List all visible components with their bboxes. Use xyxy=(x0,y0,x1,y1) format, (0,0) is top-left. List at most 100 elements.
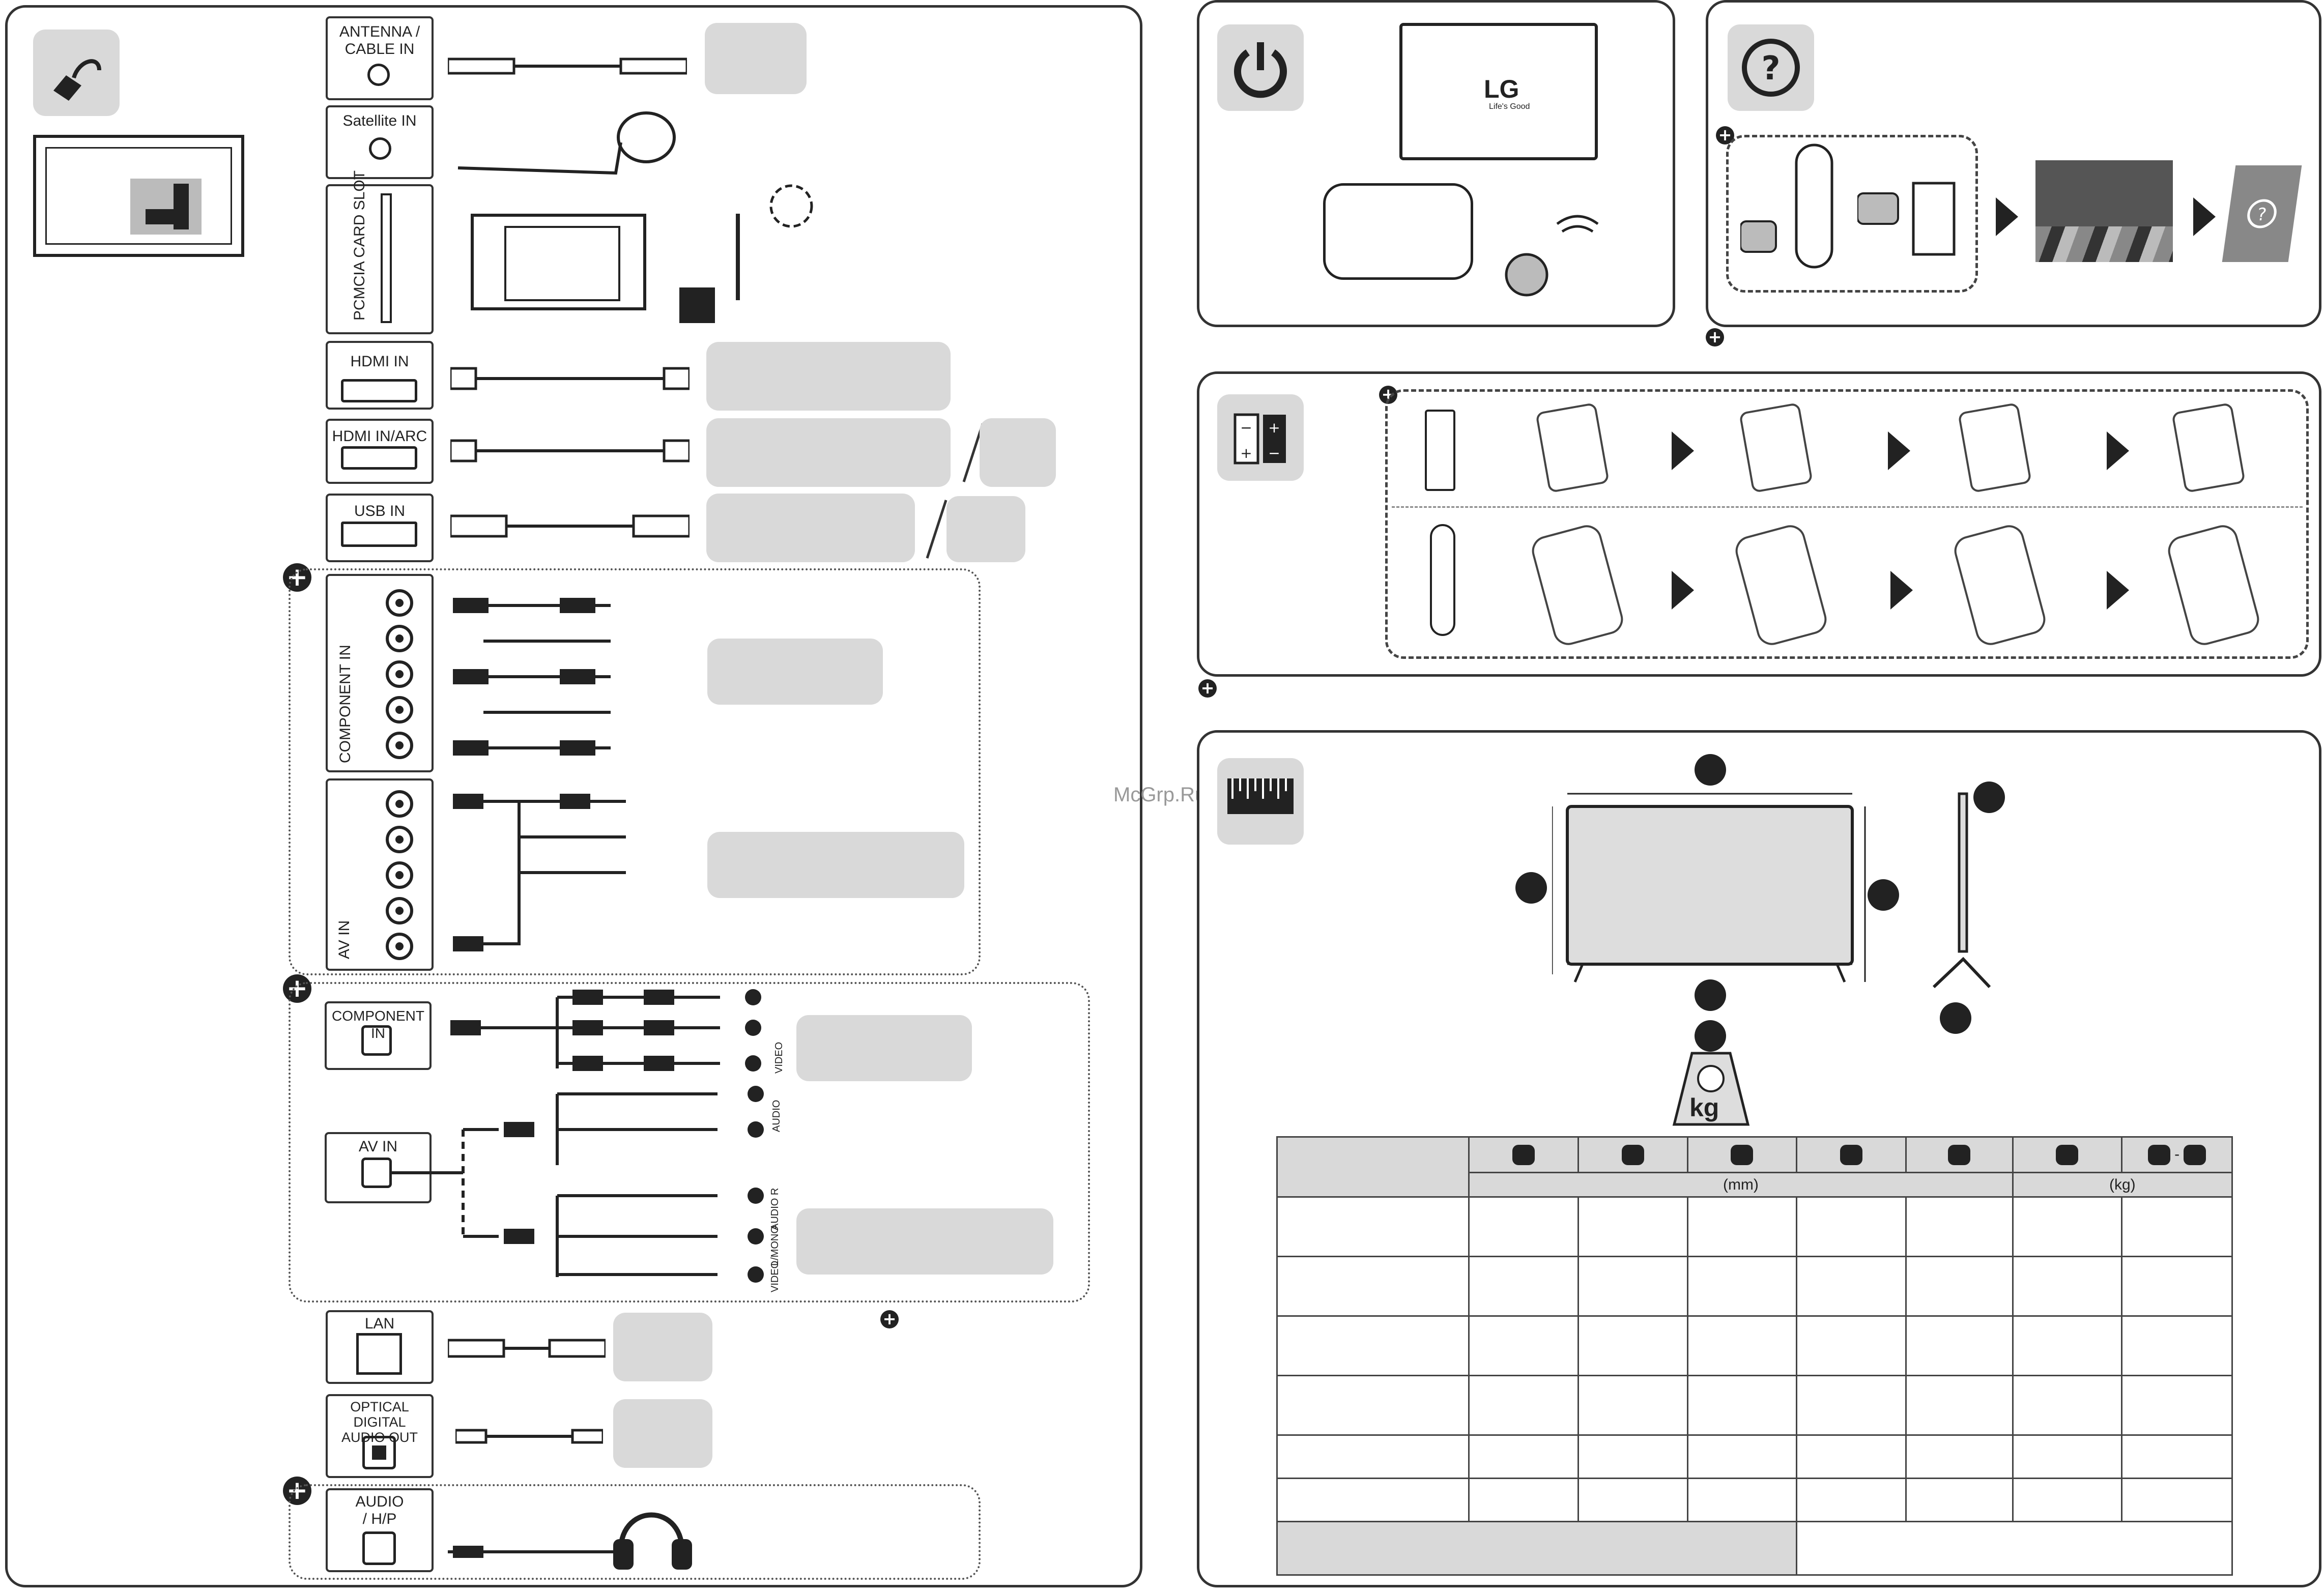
spec-col-g: - xyxy=(2121,1136,2233,1173)
battery-steps-group xyxy=(1385,389,2309,659)
question-icon: ? xyxy=(1742,39,1800,97)
coax-port-icon xyxy=(367,64,390,86)
usb-storage-icon xyxy=(706,494,915,562)
hdmi-devices-icon xyxy=(706,342,951,411)
hdmi-arc-port-icon xyxy=(341,446,417,470)
satellite-in-label: Satellite IN xyxy=(326,105,434,179)
spec-header-model xyxy=(1276,1136,1470,1198)
lan-cable xyxy=(446,1338,607,1358)
audio-hp-port-icon xyxy=(362,1531,396,1565)
av-2-port-icon xyxy=(361,1158,392,1188)
watermark-text: McGrp.Ru xyxy=(1113,784,1207,806)
video-jack-label: VIDEO xyxy=(773,1042,785,1074)
spec-col-e xyxy=(1905,1136,2014,1173)
specifications-table: - (mm) (kg) xyxy=(1276,1136,2233,1576)
battery-arrow-6 xyxy=(2107,571,2129,610)
lan-port-icon xyxy=(356,1333,402,1375)
optional-group-2 xyxy=(289,982,1090,1303)
av-cables xyxy=(443,791,646,954)
remote-magic-icon xyxy=(1430,524,1455,636)
component-in-2-label: COMPONENT IN xyxy=(325,1001,432,1070)
help-note-plus-icon: + xyxy=(1706,328,1724,346)
component-2-devices-icon xyxy=(796,1015,972,1081)
component-in-text: COMPONENT IN xyxy=(337,645,354,763)
tv-front-illustration: LG Life's Good xyxy=(1399,23,1598,160)
kg-label: kg xyxy=(1689,1093,1719,1122)
av-2-devices-icon xyxy=(796,1208,1053,1275)
tv-back-icon xyxy=(33,135,244,257)
svg-text:?: ? xyxy=(2256,205,2268,225)
help-remote-options xyxy=(1726,135,1978,293)
battery-divider xyxy=(1392,506,2303,508)
audio-hp-label: AUDIO / H/P xyxy=(326,1488,434,1572)
satellite-port-icon xyxy=(369,137,391,160)
component-cables xyxy=(443,590,646,763)
dimension-marker-f xyxy=(1940,1002,1971,1034)
footer-right-cell xyxy=(1796,1521,2233,1576)
table-row xyxy=(1276,1196,2233,1257)
battery-arrow-5 xyxy=(1890,571,1913,610)
scale-icon: kg xyxy=(1672,1038,1751,1127)
headphone-cable xyxy=(448,1491,702,1572)
dimension-marker-d xyxy=(1695,979,1726,1011)
ruler-icon-box xyxy=(1217,758,1304,845)
l-mono-jack-label: L/MONO xyxy=(769,1226,781,1266)
optional-group-3 xyxy=(289,1484,981,1580)
audio-jack-label: AUDIO xyxy=(771,1100,782,1132)
av-jacks xyxy=(384,789,415,967)
table-row xyxy=(1276,1375,2233,1436)
av-in-text: AV IN xyxy=(336,920,353,959)
satellite-dish-icon xyxy=(453,107,692,183)
battery-arrow-4 xyxy=(1672,571,1694,610)
svg-text:+: + xyxy=(1240,445,1252,461)
battery-arrow-1 xyxy=(1672,431,1694,470)
remote-power-press xyxy=(1501,204,1628,310)
dimension-marker-e xyxy=(1973,782,2005,813)
batteries-panel xyxy=(1197,371,2321,677)
lan-label: LAN xyxy=(326,1310,434,1384)
pcmcia-slot-text: PCMCIA CARD SLOT xyxy=(351,170,368,321)
footer-left-cell xyxy=(1276,1521,1798,1576)
speaker-system-icon xyxy=(613,1399,712,1468)
spec-col-b xyxy=(1577,1136,1688,1173)
power-icon xyxy=(1234,42,1287,98)
table-row xyxy=(1276,1478,2233,1522)
usb-port-icon xyxy=(341,522,417,547)
svg-text:−: − xyxy=(1240,419,1252,436)
av-devices-icon xyxy=(707,832,964,898)
hdmi-arc-devices-icon xyxy=(706,418,951,487)
component-2-cables xyxy=(450,987,766,1079)
remote-home-press-2 xyxy=(1856,178,1969,280)
av-2-cables xyxy=(392,1084,768,1287)
battery-icon: −++− xyxy=(1233,413,1286,465)
pcmcia-slot-label xyxy=(326,184,434,334)
help-icon-box: ? xyxy=(1728,24,1814,111)
pcmcia-slot-icon xyxy=(381,193,392,323)
soundbar-speakers-icon xyxy=(980,418,1056,487)
power-cable-icon xyxy=(33,30,120,116)
power-icon-box xyxy=(1217,24,1304,111)
remote-standard-icon xyxy=(1425,410,1455,491)
tv-dimension-drawing xyxy=(1551,758,1908,997)
hdmi-port-icon xyxy=(341,379,417,402)
battery-note-plus-icon: + xyxy=(1198,679,1217,698)
antenna-cable-in-label: ANTENNA / CABLE IN xyxy=(326,16,434,100)
unit-mm: (mm) xyxy=(1468,1172,2014,1198)
component-devices-icon xyxy=(707,639,883,705)
tv-side-drawing xyxy=(1924,784,1995,997)
usb-stick-icon xyxy=(946,496,1025,562)
battery-arrow-3 xyxy=(2107,431,2129,470)
component-2-port-icon xyxy=(361,1025,392,1056)
help-screen-preview: ? xyxy=(2222,165,2302,262)
dimension-marker-b xyxy=(1515,872,1547,904)
dimension-marker-c xyxy=(1868,879,1899,911)
coax-cable xyxy=(446,57,688,75)
hdmi-arc-cable xyxy=(449,439,691,463)
av-in-label xyxy=(326,778,434,971)
battery-icon-box: −++− xyxy=(1217,394,1304,481)
spec-col-c xyxy=(1686,1136,1798,1173)
spec-col-a xyxy=(1468,1136,1579,1173)
spec-col-d xyxy=(1796,1136,1907,1173)
optical-port-icon xyxy=(362,1436,396,1469)
table-footer-row xyxy=(1276,1521,2233,1576)
